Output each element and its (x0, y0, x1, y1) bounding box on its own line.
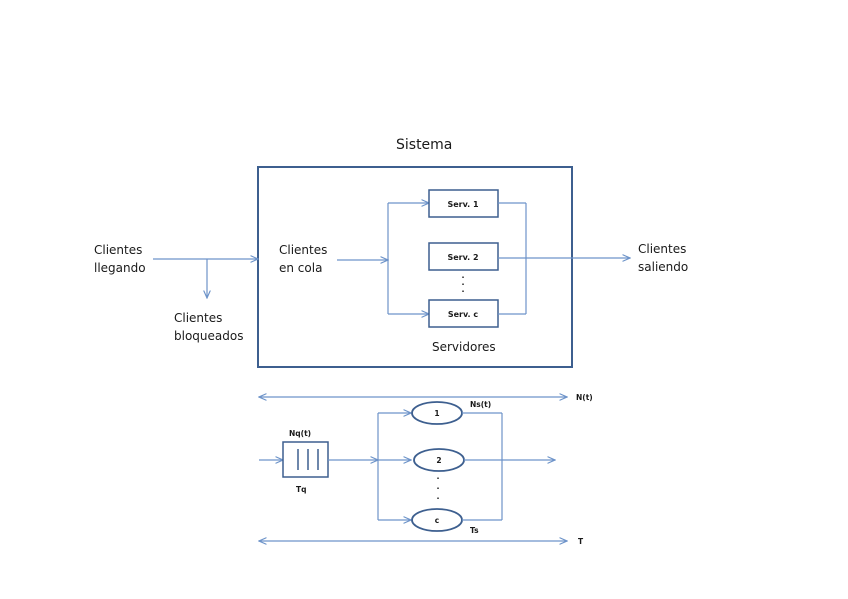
tq-label: Tq (296, 485, 307, 494)
t-label: T (578, 537, 584, 546)
server-dot-3: · (461, 287, 464, 296)
server-node-1-label: 1 (434, 409, 439, 418)
leaving-label-line2: saliendo (638, 260, 688, 274)
arriving-label-line1: Clientes (94, 243, 142, 257)
n-t-label: N(t) (576, 393, 593, 402)
server-dot-2: · (461, 280, 464, 289)
leaving-label-line1: Clientes (638, 242, 686, 256)
blocked-label-line2: bloqueados (174, 329, 243, 343)
node-dot-3: · (436, 494, 439, 503)
servers-label: Servidores (432, 340, 496, 354)
node-dot-1: · (436, 474, 439, 483)
server-dot-1: · (461, 273, 464, 282)
blocked-label-line1: Clientes (174, 311, 222, 325)
system-box (257, 166, 573, 368)
server-node-c-label: c (435, 516, 439, 525)
ns-t-label: Ns(t) (470, 400, 491, 409)
queue-label-line1: Clientes (279, 243, 327, 257)
nq-t-label: Nq(t) (289, 429, 311, 438)
arriving-label-line2: llegando (94, 261, 146, 275)
queue-label-line2: en cola (279, 261, 322, 275)
system-title: Sistema (396, 137, 452, 153)
server-2-box (428, 242, 499, 271)
queue-buffer-box (282, 441, 329, 478)
server-c-label: Serv. c (448, 310, 479, 319)
server-node-2-label: 2 (436, 456, 441, 465)
server-2-label: Serv. 2 (447, 253, 478, 262)
ts-label: Ts (470, 526, 479, 535)
node-dot-2: · (436, 484, 439, 493)
server-1-label: Serv. 1 (447, 200, 479, 209)
